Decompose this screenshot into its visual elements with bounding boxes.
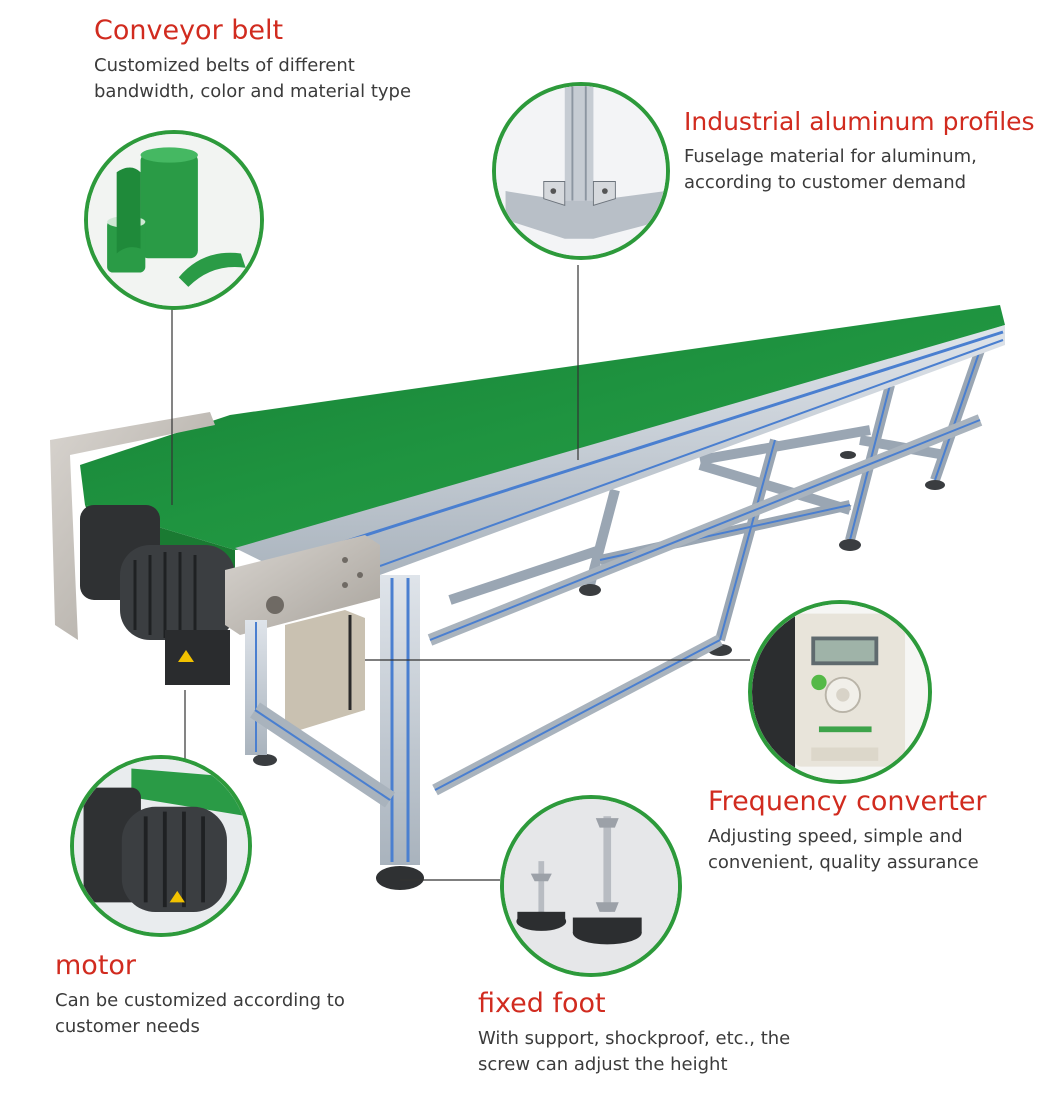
frequency-converter-description: Adjusting speed, simple and convenient, …: [708, 824, 987, 876]
head-plate: [50, 412, 215, 640]
motor-title: motor: [55, 950, 137, 981]
foot-detail-callout: [500, 795, 682, 977]
motor-label: motor Can be customized according to cus…: [55, 950, 345, 1040]
frequency-converter-desc-line: convenient, quality assurance: [708, 852, 979, 873]
fixed-foot-label: fixed foot With support, shockproof, etc…: [478, 988, 790, 1078]
gear-motor-image: [74, 759, 248, 933]
aluminum-profiles-label: Industrial aluminum profiles Fuselage ma…: [684, 106, 1035, 196]
frequency-converter-title: Frequency converter: [708, 786, 987, 817]
converter-detail-callout: [748, 600, 932, 784]
frequency-converter-desc-line: Adjusting speed, simple and: [708, 826, 963, 847]
end-block: [225, 535, 380, 635]
conveyor-belt-title: Conveyor belt: [94, 15, 284, 46]
profile-detail-callout: [492, 82, 670, 260]
adjustable-feet-image: [504, 799, 678, 973]
leader-lines: [171, 265, 750, 881]
conveyor-belt-label: Conveyor belt Customized belts of differ…: [94, 15, 411, 105]
belt-detail-callout: [84, 130, 264, 310]
fixed-foot-description: With support, shockproof, etc., the scre…: [478, 1026, 790, 1078]
conveyor-belt-description: Customized belts of different bandwidth,…: [94, 53, 411, 105]
aluminum-profiles-description: Fuselage material for aluminum, accordin…: [684, 144, 1035, 196]
motor-desc-line: Can be customized according to: [55, 990, 345, 1011]
fixed-foot-desc-line: screw can adjust the height: [478, 1054, 728, 1075]
near-frame: [245, 575, 424, 890]
belt-surface: [80, 305, 1005, 550]
conveyor-belt-desc-line: bandwidth, color and material type: [94, 81, 412, 102]
motor-detail-callout: [70, 755, 252, 937]
aluminum-profiles-title: Industrial aluminum profiles: [684, 107, 1035, 136]
aluminum-corner-image: [496, 86, 666, 256]
belt-rolls-image: [88, 134, 260, 306]
converter-box: [285, 610, 365, 730]
motor-description: Can be customized according to customer …: [55, 988, 345, 1040]
frequency-converter-image: [752, 604, 928, 780]
fixed-foot-desc-line: With support, shockproof, etc., the: [478, 1028, 791, 1049]
aluminum-profiles-desc-line: Fuselage material for aluminum,: [684, 146, 977, 167]
motor-body: [80, 505, 235, 685]
frequency-converter-label: Frequency converter Adjusting speed, sim…: [708, 786, 987, 876]
conveyor-belt-desc-line: Customized belts of different: [94, 55, 355, 76]
far-feet: [253, 451, 945, 766]
fixed-foot-title: fixed foot: [478, 988, 606, 1019]
aluminum-profiles-desc-line: according to customer demand: [684, 172, 967, 193]
motor-desc-line: customer needs: [55, 1016, 200, 1037]
